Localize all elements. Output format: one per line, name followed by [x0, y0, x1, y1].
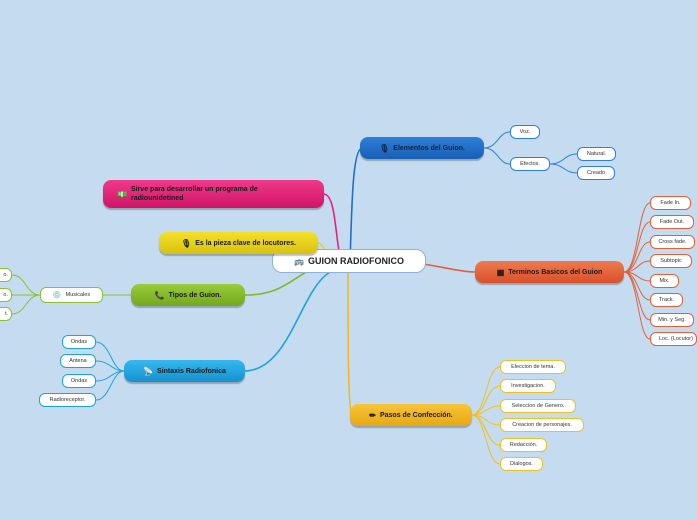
- connector-t-8: [623, 271, 651, 340]
- connector-p-6: [471, 414, 501, 465]
- bus-icon: 🚌: [294, 256, 304, 266]
- connector-t-3: [623, 241, 651, 273]
- leaf-fade-in[interactable]: Fade In.: [650, 196, 691, 210]
- leaf-tipo-3-label: t.: [4, 311, 8, 317]
- connector-t-2: [623, 221, 651, 273]
- branch-sirve[interactable]: 💵 Sirve para desarrollar un programa de …: [103, 180, 324, 208]
- branch-terminos[interactable]: ▦ Terminos Basicos del Guion: [475, 261, 624, 283]
- branch-pieza-label: Es la pieza clave de locutores.: [195, 239, 296, 247]
- microphone-icon: 🎙: [379, 143, 390, 153]
- leaf-paso-6[interactable]: Dialogos.: [500, 457, 543, 471]
- leaf-track[interactable]: Track.: [650, 293, 683, 307]
- leaf-min-seg[interactable]: Min. y Seg.: [650, 313, 694, 327]
- leaf-paso-5[interactable]: Redacción.: [500, 438, 547, 452]
- connector-natural: [549, 153, 578, 165]
- leaf-paso-5-label: Redacción.: [509, 442, 538, 448]
- leaf-voz-label: Voz.: [519, 129, 531, 135]
- branch-sirve-label-line2: radiounidetined: [130, 195, 184, 202]
- leaf-creado-label: Creado: [586, 170, 606, 176]
- leaf-efectos-label: Efectos.: [520, 161, 540, 167]
- connector-efectos: [483, 147, 511, 165]
- leaf-musicales[interactable]: 💿 Musicales: [40, 287, 103, 303]
- leaf-subtopic-label: Subtopic: [660, 258, 682, 264]
- leaf-mix-label: Mix.: [659, 278, 670, 284]
- leaf-sintaxis-4[interactable]: Radioreceptor.: [39, 393, 96, 407]
- leaf-tipo-1-label: o.: [3, 272, 8, 278]
- connector-tl-3: [11, 294, 41, 315]
- leaf-sintaxis-3-label: Ondas: [70, 378, 88, 384]
- microphone-icon: 🎙: [181, 238, 192, 248]
- connector-tl-1: [11, 274, 41, 296]
- leaf-loc[interactable]: Loc. (Locutor): [650, 332, 697, 346]
- leaf-loc-label: Loc. (Locutor): [659, 336, 693, 342]
- leaf-sintaxis-4-label: Radioreceptor.: [49, 397, 86, 403]
- money-icon: 💵: [117, 189, 127, 199]
- connector-tipos: [244, 269, 311, 296]
- leaf-tipo-2-label: o.: [3, 292, 8, 298]
- leaf-paso-3[interactable]: Seleccion de Genero.: [500, 399, 576, 413]
- connector-s-1: [95, 341, 125, 372]
- leaf-fade-out-label: Fade Out.: [659, 219, 685, 225]
- branch-tipos[interactable]: 📞 Tipos de Guion.: [131, 284, 245, 306]
- branch-elementos-label: Elementos del Guion.: [393, 144, 465, 152]
- branch-terminos-label: Terminos Basicos del Guion: [508, 268, 603, 276]
- leaf-sintaxis-1-label: Ondas: [70, 339, 88, 345]
- connector-voz: [483, 131, 511, 149]
- leaf-tipo-2[interactable]: o.: [0, 288, 12, 302]
- branch-tipos-label: Tipos de Guion.: [168, 291, 222, 299]
- connector-p-2: [471, 385, 501, 416]
- leaf-tipo-3[interactable]: t.: [0, 307, 12, 321]
- leaf-paso-1[interactable]: Eleccion de tema.: [500, 360, 566, 374]
- leaf-fade-in-label: Fade In.: [660, 200, 681, 206]
- disc-icon: 💿: [52, 292, 62, 299]
- leaf-min-seg-label: Min. y Seg.: [658, 317, 686, 323]
- leaf-paso-4-label: Creacion de personajes.: [512, 422, 572, 428]
- central-topic-label: GUION RADIOFONICO: [307, 256, 404, 266]
- branch-sintaxis[interactable]: 📡 Sintaxis Radiofonica: [124, 360, 245, 382]
- leaf-natural[interactable]: Natural.: [577, 147, 616, 161]
- leaf-paso-3-label: Seleccion de Genero.: [511, 403, 565, 409]
- connector-s-2: [95, 360, 125, 372]
- branch-sirve-label-line1: Sirve para desarrollar un programa de: [130, 186, 258, 193]
- branch-pasos-label: Pasos de Confección.: [379, 411, 453, 419]
- branch-sirve-text: Sirve para desarrollar un programa de ra…: [131, 185, 258, 203]
- leaf-cross-fade-label: Cross fade.: [658, 239, 687, 245]
- pencil-icon: ✏: [369, 410, 376, 420]
- connector-p-1: [471, 366, 501, 416]
- branch-pieza[interactable]: 🎙 Es la pieza clave de locutores.: [159, 232, 318, 254]
- leaf-sintaxis-3[interactable]: Ondas: [62, 374, 96, 388]
- leaf-paso-2-label: Investigacion.: [511, 383, 545, 389]
- connector-pasos: [347, 269, 353, 416]
- connector-t-7: [623, 271, 651, 321]
- satellite-icon: 📡: [143, 366, 154, 376]
- leaf-paso-1-label: Eleccion de tema.: [511, 364, 555, 370]
- connector-s-4: [95, 370, 125, 401]
- leaf-fade-out[interactable]: Fade Out.: [650, 215, 694, 229]
- leaf-voz[interactable]: Voz.: [510, 125, 540, 139]
- leaf-creado[interactable]: Creado: [577, 166, 615, 180]
- leaf-paso-4[interactable]: Creacion de personajes.: [500, 418, 584, 432]
- connector-creado: [549, 163, 578, 174]
- branch-elementos[interactable]: 🎙 Elementos del Guion.: [360, 137, 484, 159]
- leaf-sintaxis-2-label: Antena: [69, 358, 87, 364]
- branch-sintaxis-label: Sintaxis Radiofonica: [157, 367, 226, 375]
- leaf-efectos[interactable]: Efectos.: [510, 157, 550, 171]
- leaf-tipo-1[interactable]: o.: [0, 268, 12, 282]
- leaf-track-label: Track.: [658, 297, 675, 303]
- leaf-mix[interactable]: Mix.: [650, 274, 679, 288]
- branch-pasos[interactable]: ✏ Pasos de Confección.: [350, 404, 472, 426]
- leaf-sintaxis-2[interactable]: Antena: [60, 354, 96, 368]
- leaf-natural-label: Natural.: [586, 151, 607, 157]
- leaf-cross-fade[interactable]: Cross fade.: [650, 235, 695, 249]
- connector-elementos: [349, 147, 363, 261]
- leaf-musicales-label: Musicales: [65, 292, 91, 298]
- connector-t-4: [623, 260, 651, 273]
- leaf-subtopic[interactable]: Subtopic: [650, 254, 692, 268]
- connector-sintaxis: [244, 271, 331, 372]
- grid-icon: ▦: [496, 267, 505, 277]
- leaf-sintaxis-1[interactable]: Ondas: [62, 335, 96, 349]
- leaf-paso-2[interactable]: Investigacion.: [500, 379, 556, 393]
- phone-icon: 📞: [154, 290, 165, 300]
- leaf-paso-6-label: Dialogos.: [510, 461, 533, 467]
